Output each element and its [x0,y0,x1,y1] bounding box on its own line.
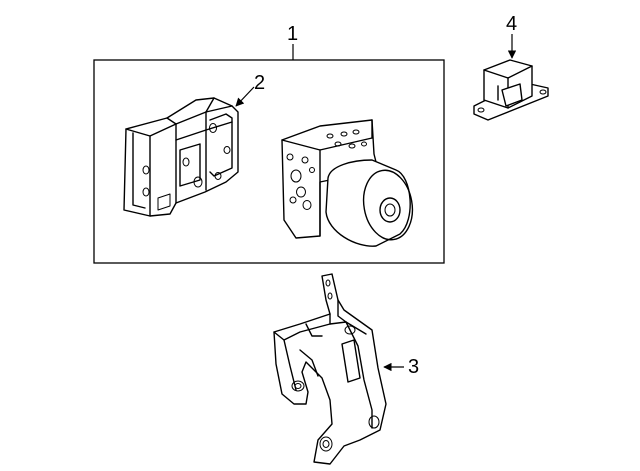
control-module-drawing: 2 [123,72,265,217]
callout-4-label: 4 [506,13,517,35]
callout-2-label: 2 [254,72,265,94]
bracket-drawing: 3 [273,273,419,465]
callout-3-label: 3 [408,356,419,378]
hydraulic-unit-drawing [281,119,414,247]
sensor-drawing: 4 [473,13,549,121]
callout-1-group: 1 [93,23,445,264]
callout-2-leader [235,86,255,107]
assembly-frame [93,59,445,264]
callout-1-label: 1 [287,23,298,45]
